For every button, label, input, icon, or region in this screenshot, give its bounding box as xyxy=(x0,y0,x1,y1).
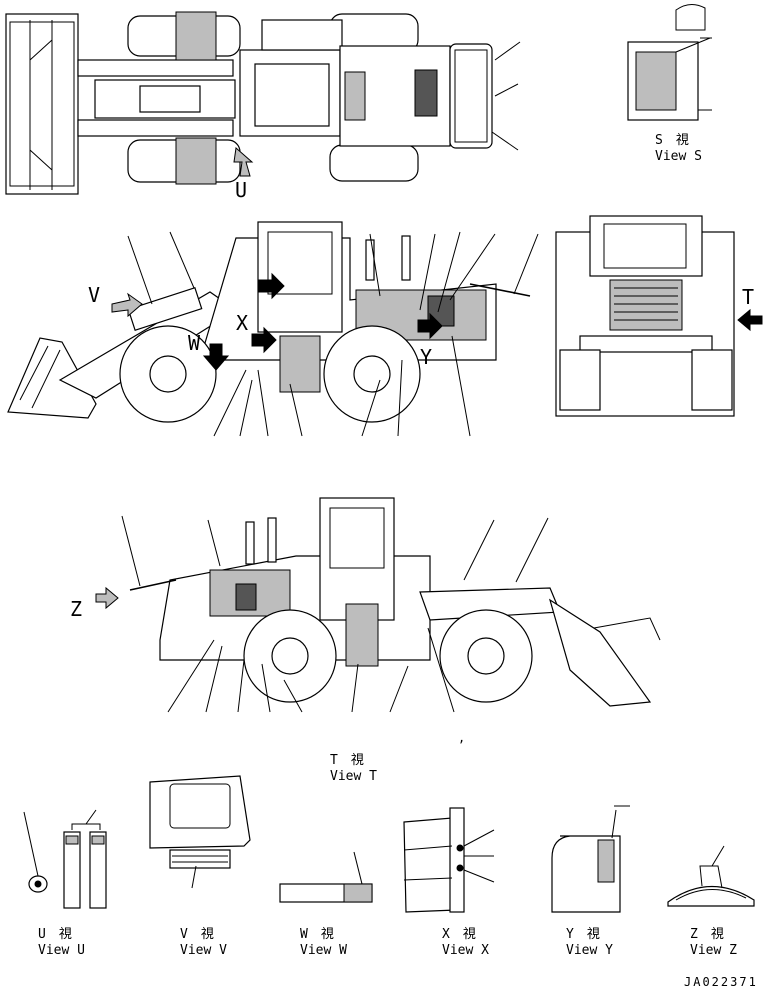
view-w-title: W 視 xyxy=(300,927,334,942)
drawing-number: JA022371 xyxy=(684,975,758,989)
arrow-letter-u: U xyxy=(235,178,247,202)
view-z-subtitle: View Z xyxy=(690,943,737,958)
view-t-title: T 視 xyxy=(330,753,364,768)
view-s-drawing: S 視 View S xyxy=(627,4,712,164)
top-plan-view: U xyxy=(5,11,521,202)
view-w-subtitle: View W xyxy=(300,943,347,958)
svg-text:,: , xyxy=(458,731,465,745)
arrow-letter-t: T xyxy=(742,285,754,309)
arrow-letter-v: V xyxy=(88,283,100,307)
view-y-drawing: Y 視 View Y xyxy=(551,805,630,958)
rear-view-t: T xyxy=(555,215,763,417)
arrow-letter-x: X xyxy=(236,311,248,335)
view-z-drawing: Z 視 View Z xyxy=(667,845,755,958)
view-v-drawing: V 視 View V xyxy=(149,775,251,958)
arrow-letter-w: W xyxy=(188,331,201,355)
view-u-drawing: U 視 View U xyxy=(23,809,107,958)
view-s-title: S 視 xyxy=(655,133,689,148)
view-u-title: U 視 xyxy=(38,927,72,942)
view-y-subtitle: View Y xyxy=(566,943,613,958)
view-x-drawing: X 視 View X xyxy=(403,807,495,958)
right-side-view: Z , T 視 View T xyxy=(70,497,661,784)
view-v-title: V 視 xyxy=(180,927,214,942)
view-x-subtitle: View X xyxy=(442,943,489,958)
view-y-title: Y 視 xyxy=(566,927,600,942)
view-x-title: X 視 xyxy=(442,927,476,942)
arrow-letter-y: Y xyxy=(420,345,432,369)
arrow-letter-z: Z xyxy=(70,597,82,621)
view-z-title: Z 視 xyxy=(690,927,724,942)
view-v-subtitle: View V xyxy=(180,943,227,958)
view-u-subtitle: View U xyxy=(38,943,85,958)
view-t-subtitle: View T xyxy=(330,769,377,784)
left-side-view: V W X Y xyxy=(7,221,539,437)
view-s-subtitle: View S xyxy=(655,149,702,164)
view-w-drawing: W 視 View W xyxy=(279,851,373,958)
